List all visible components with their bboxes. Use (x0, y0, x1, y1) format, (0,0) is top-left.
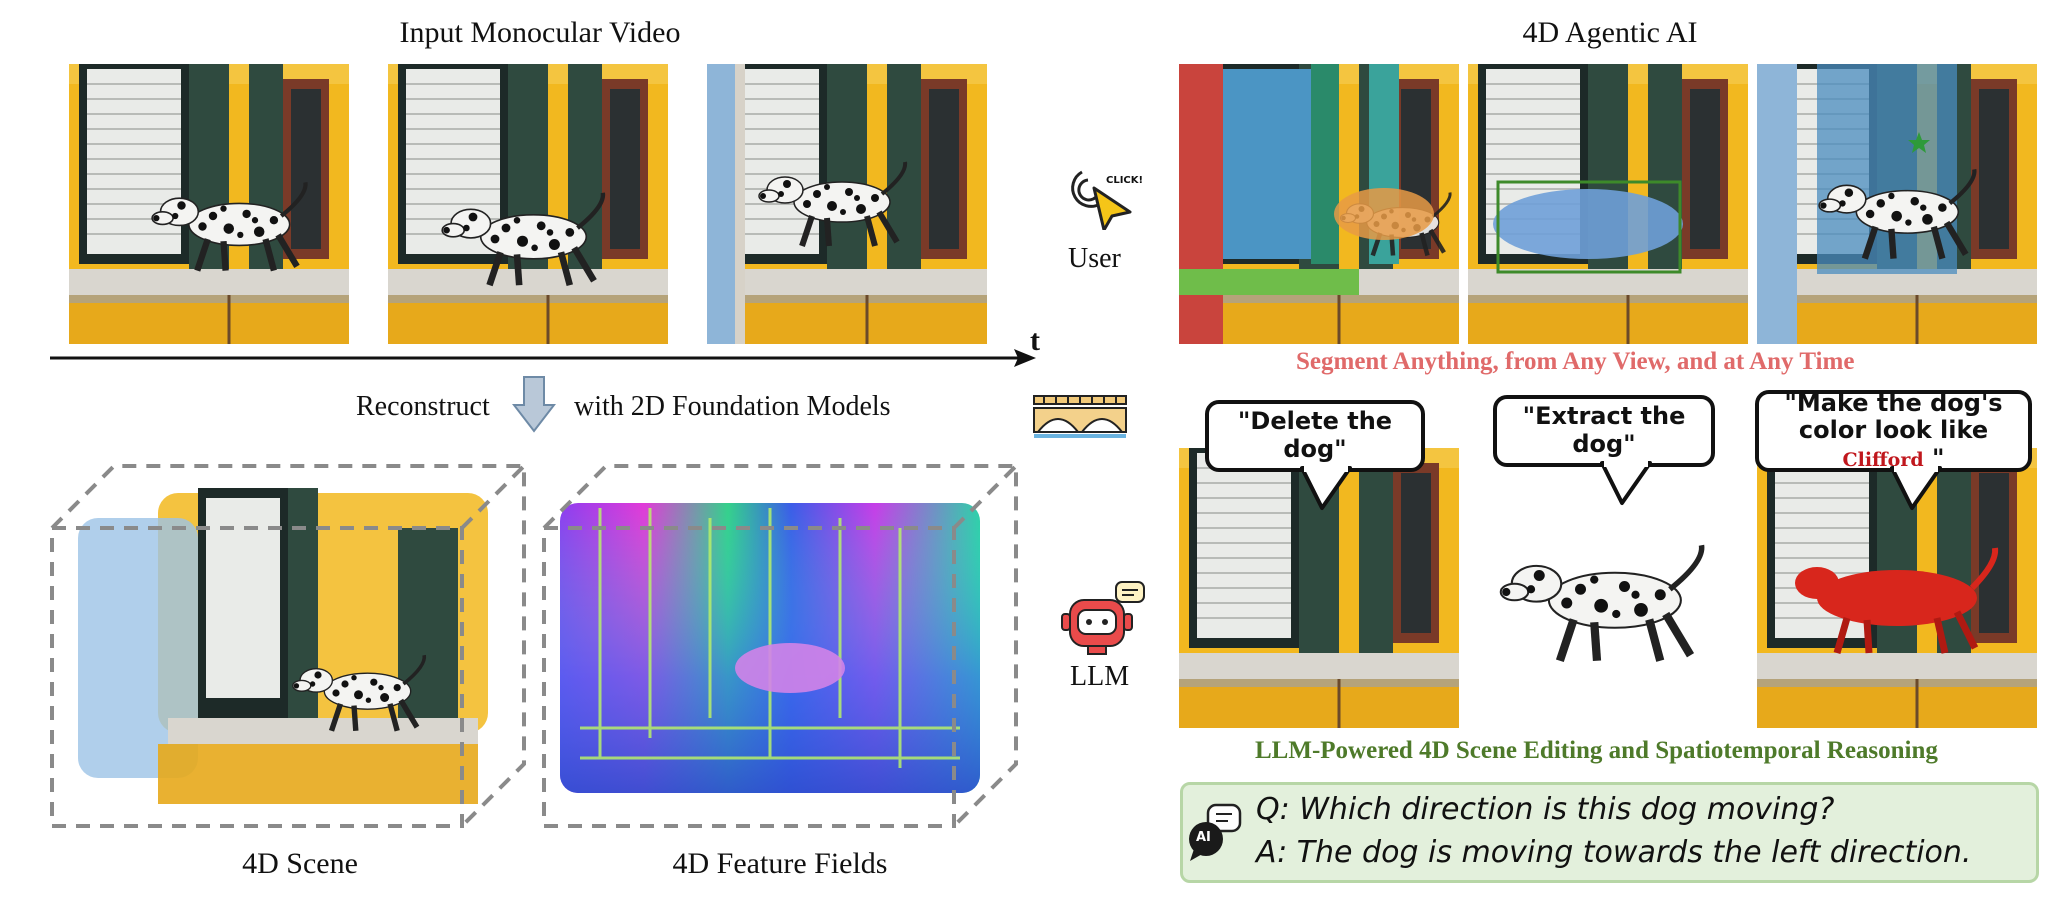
delete-dog-bubble: "Delete the dog" (1205, 400, 1425, 472)
qa-answer: A: The dog is moving towards the left di… (1256, 835, 1972, 870)
input-video-heading: Input Monocular Video (399, 16, 681, 49)
llm-robot-icon (1061, 581, 1145, 655)
recolor-text-line2: Clifford " (1842, 443, 1945, 473)
llm-editing-title: LLM-Powered 4D Scene Editing and Spatiot… (1255, 737, 1938, 764)
foundation-models-label: with 2D Foundation Models (574, 391, 891, 422)
recolor-text-suffix: " (1931, 443, 1945, 472)
llm-label: LLM (1070, 661, 1130, 692)
delete-bubble-tail (1300, 466, 1352, 510)
bridge-icon (1033, 395, 1127, 438)
click-cursor-icon (1071, 170, 1132, 230)
down-arrow-icon (512, 376, 556, 433)
user-label: User (1068, 243, 1121, 274)
recolor-dog-bubble: "Make the dog's color look like Clifford… (1755, 388, 2032, 473)
extract-bubble-tail (1600, 461, 1652, 505)
segment-anything-title: Segment Anything, from Any View, and at … (1296, 348, 1855, 375)
recolor-text-prefix: "Make the dog's color look like (1784, 388, 2003, 445)
feature-fields-caption: 4D Feature Fields (672, 847, 888, 880)
extract-result-frame (1468, 448, 1748, 728)
ai-chat-icon (1189, 803, 1242, 861)
delete-dog-text: "Delete the dog" (1237, 407, 1393, 463)
time-axis (50, 349, 1036, 367)
scene-caption: 4D Scene (242, 847, 358, 880)
recolor-result-frame (1757, 448, 2037, 728)
reconstruct-label: Reconstruct (356, 391, 490, 422)
feature-fields-cube (542, 464, 1018, 828)
input-frame-1 (69, 64, 349, 344)
clifford-word: Clifford (1842, 448, 1924, 471)
extract-dog-text: "Extract the dog" (1522, 402, 1686, 458)
agentic-ai-heading: 4D Agentic AI (1522, 16, 1698, 49)
extract-dog-bubble: "Extract the dog" (1493, 395, 1715, 467)
input-frame-3 (707, 64, 987, 344)
segment-frame-3 (1757, 64, 2037, 344)
time-axis-label: t (1030, 324, 1040, 357)
ai-badge: AI (1196, 830, 1211, 845)
qa-panel (1180, 782, 2039, 883)
recolor-bubble-tail (1890, 466, 1942, 510)
segment-frame-2 (1468, 64, 1748, 344)
input-frame-2 (388, 64, 668, 344)
scene-cube (50, 464, 526, 828)
segment-frame-1 (1179, 64, 1459, 344)
qa-question: Q: Which direction is this dog moving? (1256, 792, 1835, 827)
click-badge: CLICK! (1106, 175, 1144, 186)
